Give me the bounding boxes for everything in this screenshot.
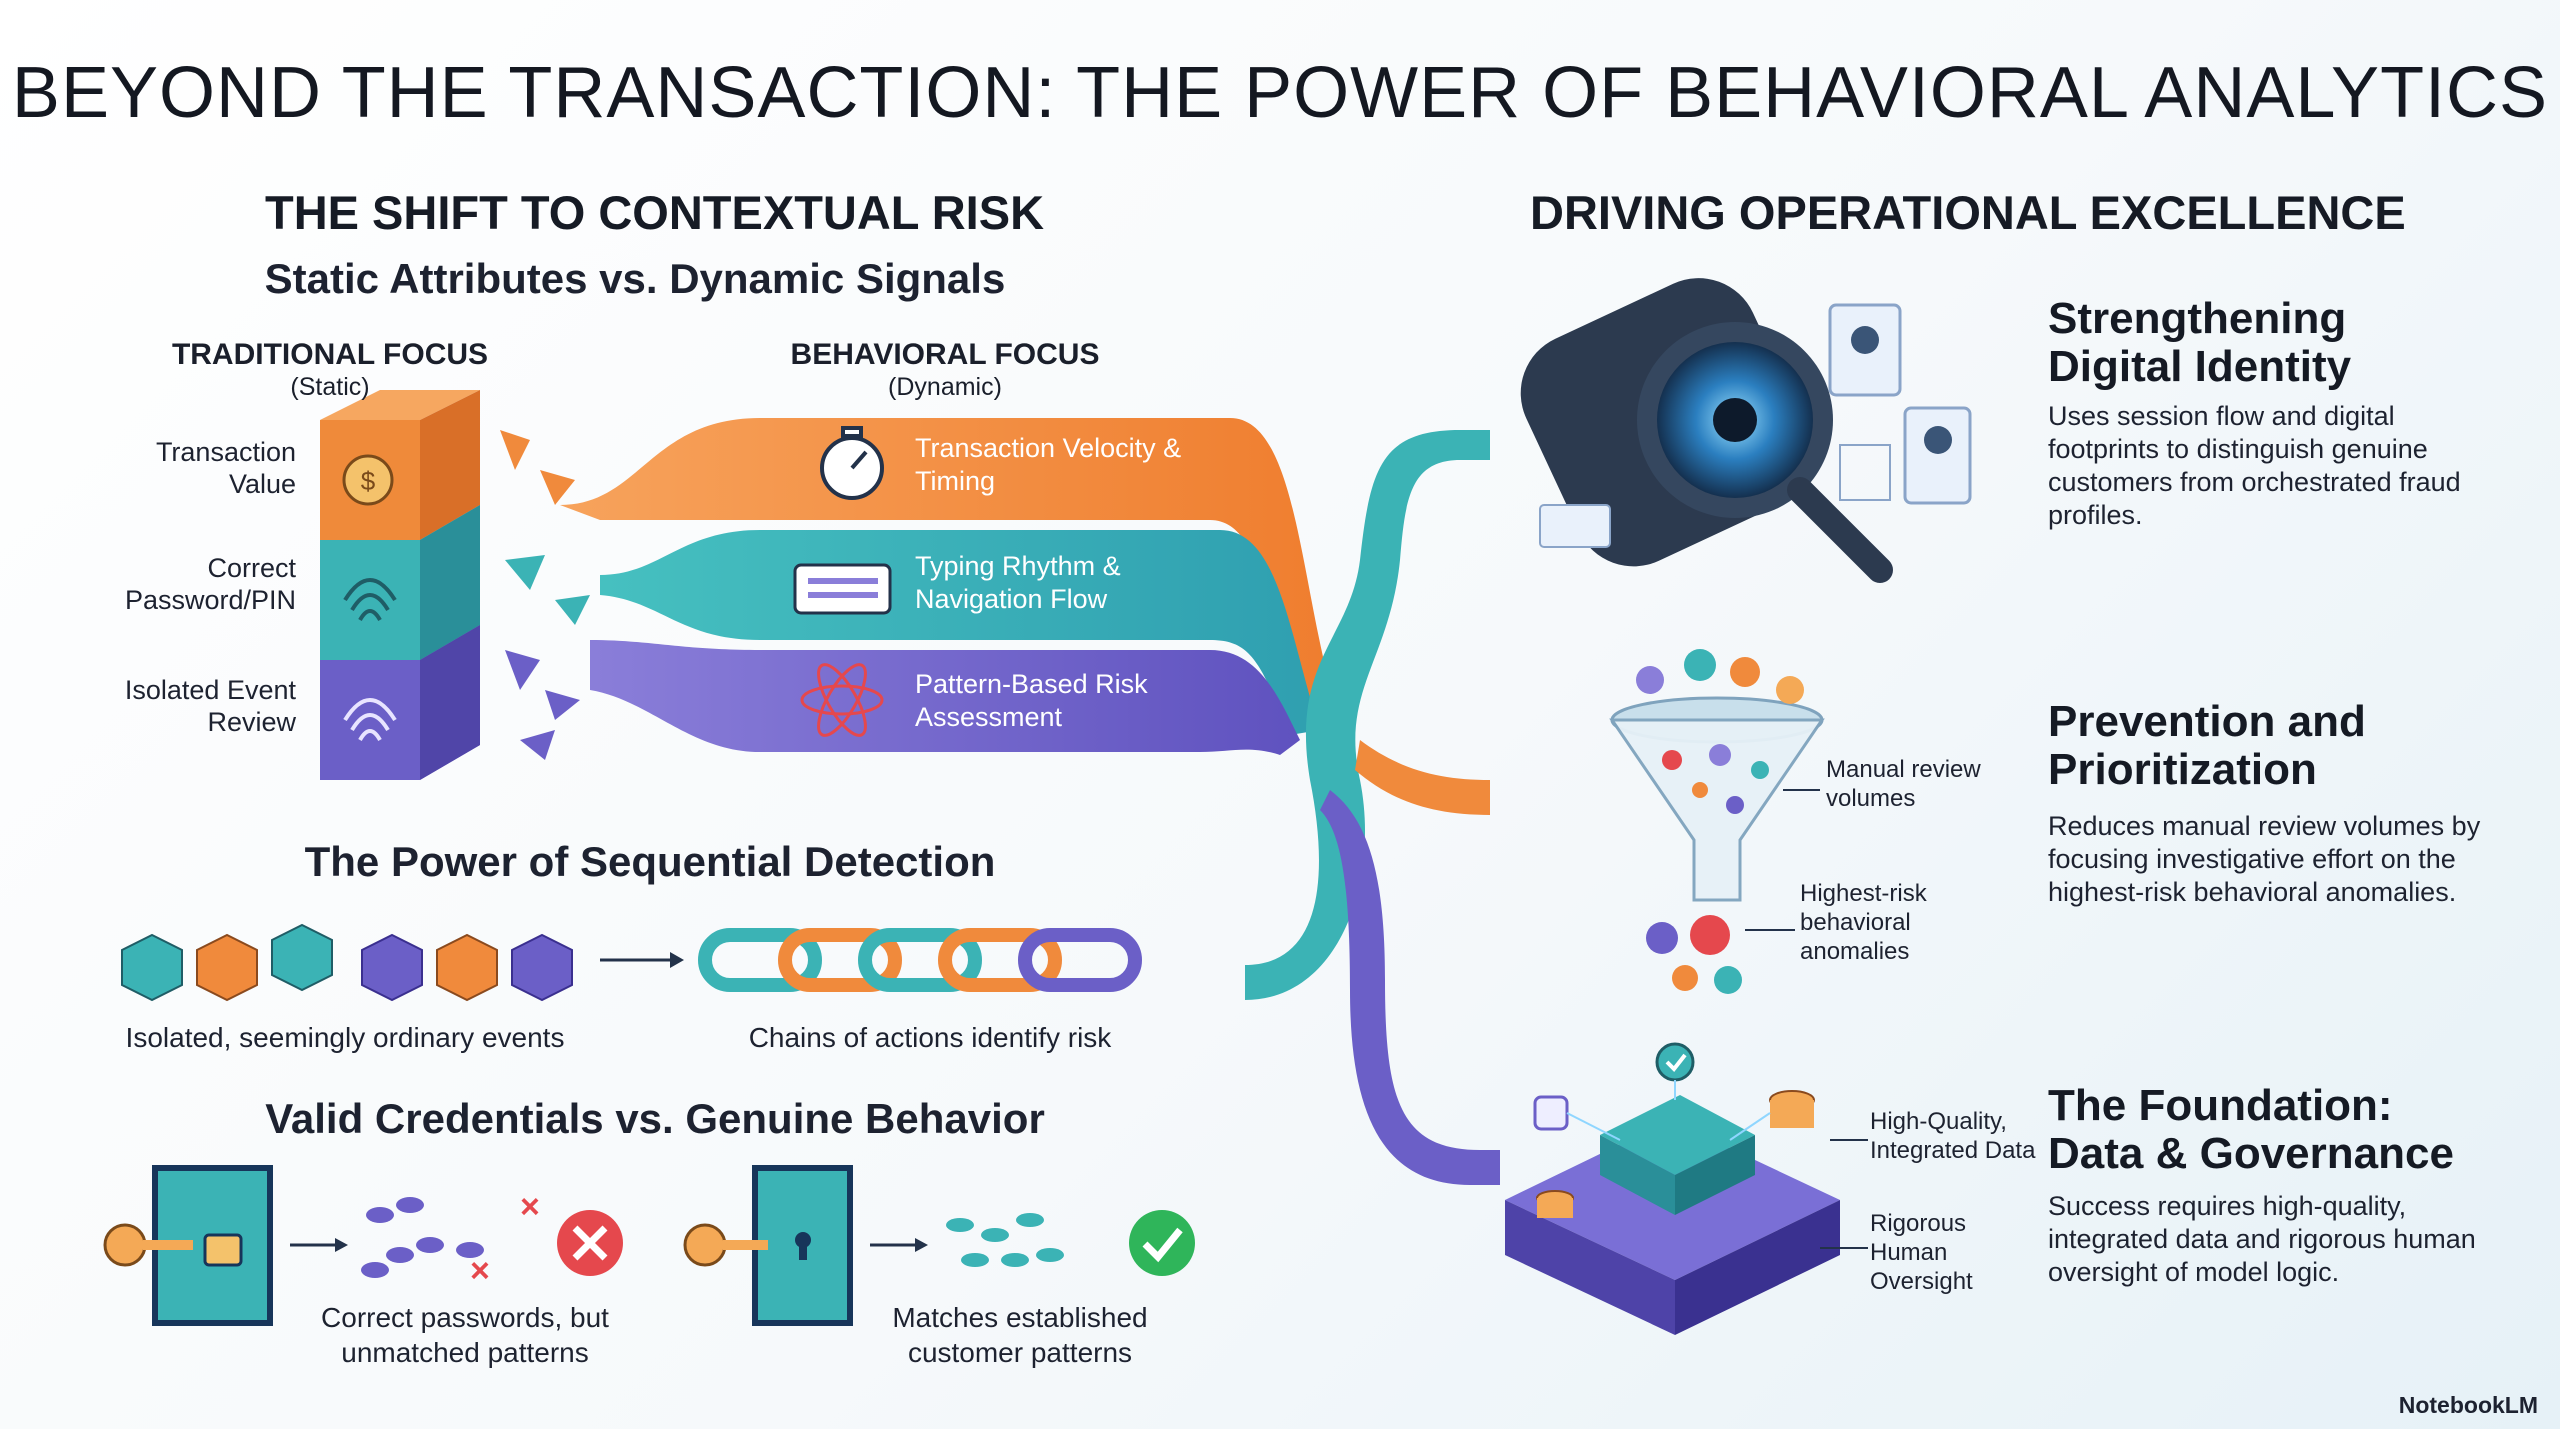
orange-band — [560, 418, 1340, 720]
prevention-body: Reduces manual review volumes by focusin… — [2048, 811, 2481, 907]
check-circle-icon — [1129, 1210, 1195, 1276]
key-icon-left — [103, 1223, 193, 1267]
static-item-isolated-event: Isolated Event Review — [124, 675, 296, 738]
prevention-title: Prevention and Prioritization — [2048, 697, 2366, 794]
foundation-title: The Foundation: Data & Governance — [2048, 1081, 2454, 1178]
dynamic-item-velocity: Transaction Velocity & Timing — [915, 433, 1182, 496]
x-circle-icon — [557, 1210, 623, 1276]
platform-label-top: High-Quality, Integrated Data — [1870, 1108, 2036, 1164]
traditional-focus-sub: (Static) — [290, 372, 370, 401]
svg-text:×: × — [520, 1188, 540, 1226]
dynamic-item-typing: Typing Rhythm & Navigation Flow — [915, 551, 1121, 614]
shattered-shards — [500, 430, 590, 760]
erratic-footprints-icon — [361, 1197, 484, 1278]
brace-teal — [1245, 430, 1490, 1000]
data-platform-icon — [1505, 1042, 1868, 1335]
purple-band — [590, 640, 1300, 755]
right-section-heading: DRIVING OPERATIONAL EXCELLENCE — [1530, 186, 2406, 239]
stopwatch-icon — [820, 426, 884, 500]
teal-band — [600, 530, 1320, 735]
steady-footprints-icon — [946, 1213, 1064, 1267]
static-item-transaction-value: Transaction Value — [155, 437, 296, 500]
svg-text:$: $ — [361, 466, 376, 496]
credentials-good-caption: Matches established customer patterns — [892, 1302, 1148, 1368]
identity-title: Strengthening Digital Identity — [2048, 294, 2352, 391]
traditional-focus-label: TRADITIONAL FOCUS (Static) — [155, 338, 505, 401]
left-section-heading: THE SHIFT TO CONTEXTUAL RISK — [265, 186, 1045, 239]
credentials-title: Valid Credentials vs. Genuine Behavior — [265, 1095, 1045, 1142]
identity-body: Uses session flow and digital footprints… — [2048, 401, 2461, 530]
funnel-label-top: Manual review volumes — [1826, 756, 1981, 812]
behavioral-focus-label: BEHAVIORAL FOCUS (Dynamic) — [770, 338, 1120, 401]
traditional-focus-title: TRADITIONAL FOCUS — [171, 338, 489, 371]
credentials-bad-caption: Correct passwords, but unmatched pattern… — [321, 1302, 609, 1368]
sequential-right-caption: Chains of actions identify risk — [748, 1022, 1112, 1053]
static-cube-stack: $ — [320, 390, 480, 780]
svg-text:×: × — [470, 1252, 490, 1290]
foundation-body: Success requires high-quality, integrate… — [2048, 1191, 2476, 1287]
key-icon-right — [683, 1223, 768, 1267]
keyboard-icon — [793, 563, 892, 615]
sequential-left-caption: Isolated, seemingly ordinary events — [125, 1022, 565, 1053]
static-item-password: Correct Password/PIN — [124, 553, 296, 616]
atom-icon — [800, 663, 884, 737]
page-title: BEYOND THE TRANSACTION: THE POWER OF BEH… — [11, 53, 2549, 133]
behavioral-focus-title: BEHAVIORAL FOCUS — [790, 338, 1100, 371]
magnifier-lens-icon — [1520, 278, 1972, 583]
sequential-cubes — [121, 923, 573, 1002]
chain-icon — [698, 928, 1142, 992]
behavioral-focus-sub: (Dynamic) — [888, 372, 1002, 401]
sequential-title: The Power of Sequential Detection — [304, 838, 996, 885]
brand-watermark: NotebookLM — [2398, 1392, 2538, 1418]
funnel-label-bottom: Highest-risk behavioral anomalies — [1800, 880, 1927, 965]
keyhole-door-icon — [752, 1165, 853, 1326]
dynamic-item-pattern: Pattern-Based Risk Assessment — [915, 669, 1148, 732]
comparison-title: Static Attributes vs. Dynamic Signals — [264, 255, 1006, 302]
brace-orange — [1355, 740, 1490, 815]
platform-label-bottom: Rigorous Human Oversight — [1870, 1210, 1973, 1295]
funnel-icon — [1609, 649, 1825, 994]
brace-purple — [1320, 790, 1500, 1185]
